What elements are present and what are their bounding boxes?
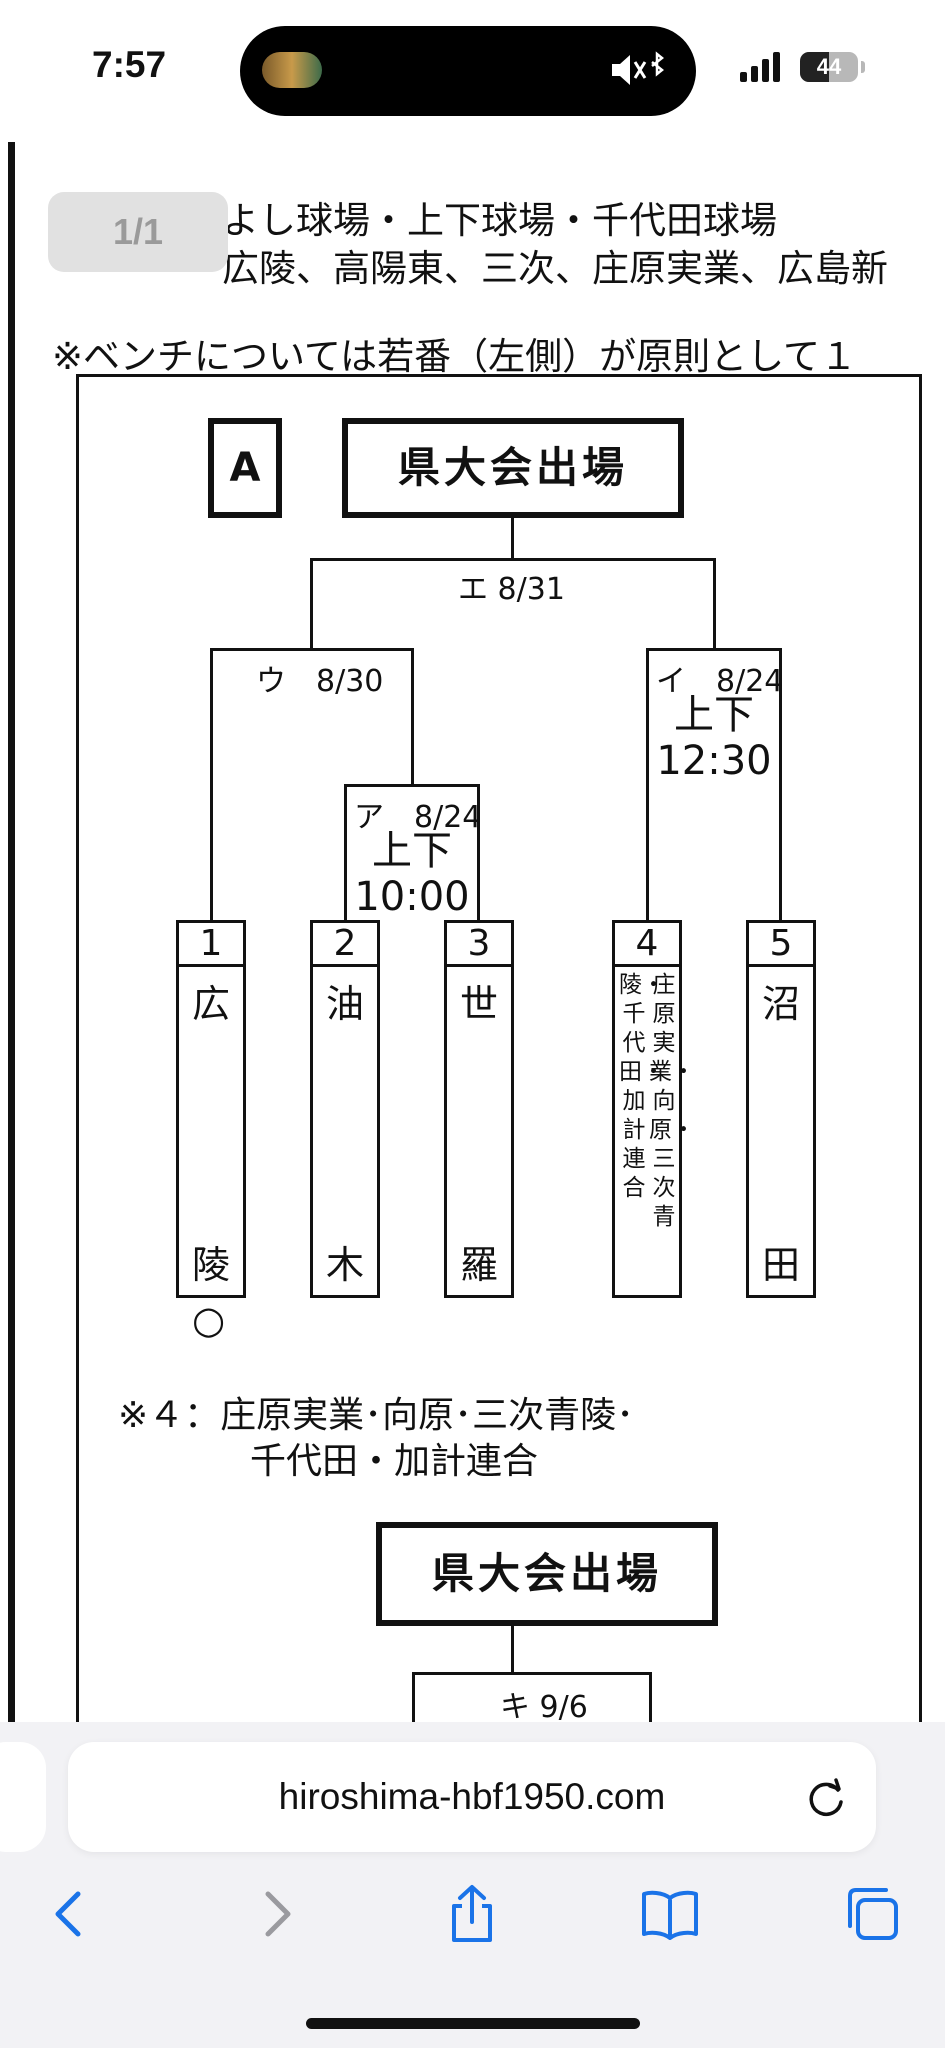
first-round-time: 10:00 xyxy=(354,874,470,920)
final-round-label-b: キ 9/6 xyxy=(500,1690,588,1725)
page-indicator: 1/1 xyxy=(48,192,228,272)
bracket-line xyxy=(511,1626,514,1674)
team-name-bottom: 木 xyxy=(325,1243,364,1287)
team-slot-1[interactable]: 1 広 陵 xyxy=(176,920,246,1298)
doc-text-bench-note: ※ベンチについては若番（左側）が原則として１ xyxy=(52,335,858,378)
seed-mark: ○ xyxy=(192,1298,226,1342)
team-number: 3 xyxy=(447,923,511,967)
bracket-line xyxy=(713,558,716,650)
bracket-frame xyxy=(76,374,922,1737)
semi-right-label: イ 8/24 xyxy=(656,664,784,699)
cellular-signal-icon xyxy=(740,50,788,82)
bracket-line xyxy=(411,648,414,784)
first-round-venue: 上下 xyxy=(372,828,452,874)
team-name-top: 世 xyxy=(459,982,498,1026)
bracket-line xyxy=(779,648,782,922)
team-number: 1 xyxy=(179,923,243,967)
team-slot-3[interactable]: 3 世 羅 xyxy=(444,920,514,1298)
team-name-top: 広 xyxy=(191,982,230,1026)
bracket-line xyxy=(310,558,716,561)
bracket-line xyxy=(646,648,649,922)
battery-level xyxy=(800,52,829,82)
battery-nub xyxy=(861,61,865,73)
team-slot-4[interactable]: 4 庄原実業・向原・三次青 陵・千代田・加計連合 xyxy=(612,920,695,1298)
semi-right-venue: 上下 xyxy=(674,692,754,738)
team-name-bottom: 田 xyxy=(761,1243,800,1287)
bracket-line xyxy=(310,558,313,650)
team-slot-5[interactable]: 5 沼 田 xyxy=(746,920,816,1298)
semi-right-time: 12:30 xyxy=(656,738,772,784)
semi-left-label: ウ 8/30 xyxy=(256,664,384,699)
team-name-col-left: 陵・千代田・加計連合 xyxy=(619,972,665,1201)
doc-text-venues: よし球場・上下球場・千代田球場 xyxy=(222,199,777,242)
share-icon[interactable] xyxy=(440,1882,504,1946)
team-number: 2 xyxy=(313,923,377,967)
team-name-bottom: 陵 xyxy=(191,1243,230,1287)
bracket-line xyxy=(210,648,213,922)
team-name-bottom: 羅 xyxy=(459,1243,498,1287)
bracket-line xyxy=(646,648,782,651)
tabs-icon[interactable] xyxy=(840,1882,904,1946)
winner-box-b: 県大会出場 xyxy=(376,1522,718,1626)
reload-icon[interactable] xyxy=(800,1772,852,1824)
battery-icon: 44 xyxy=(800,52,858,82)
combined-team-note: ※４：庄原実業･向原･三次青陵･ xyxy=(118,1395,635,1436)
final-round-label: エ 8/31 xyxy=(458,572,565,607)
document-left-border xyxy=(8,142,15,1727)
status-time: 7:57 xyxy=(92,44,167,85)
winner-box: 県大会出場 xyxy=(342,418,684,518)
team-number: 4 xyxy=(615,923,679,967)
now-playing-thumbnail[interactable] xyxy=(262,52,322,88)
doc-text-schools: 広陵、高陽東、三次、庄原実業、広島新 xyxy=(222,247,888,290)
battery-percent: 44 xyxy=(816,54,842,79)
first-round-label: ア 8/24 xyxy=(354,800,482,835)
chevron-right-icon[interactable] xyxy=(244,1882,308,1946)
team-number: 5 xyxy=(749,923,813,967)
combined-team-note-cont: 千代田・加計連合 xyxy=(250,1441,539,1482)
team-name-top: 油 xyxy=(325,982,364,1026)
bracket-line xyxy=(511,518,514,560)
bracket-line xyxy=(477,784,480,922)
address-bar[interactable]: hiroshima-hbf1950.com xyxy=(68,1742,876,1852)
previous-tab-pill[interactable] xyxy=(0,1742,46,1852)
chevron-left-icon[interactable] xyxy=(38,1882,102,1946)
mute-bluetooth-icon xyxy=(608,50,668,99)
team-slot-2[interactable]: 2 油 木 xyxy=(310,920,380,1298)
block-label: A xyxy=(208,418,282,518)
bracket-b-top xyxy=(412,1672,652,1735)
home-indicator[interactable] xyxy=(306,2018,640,2029)
bracket-line xyxy=(344,784,480,787)
team-name-col-right: 庄原実業・向原・三次青 xyxy=(649,972,695,1230)
bracket-line xyxy=(210,648,414,651)
address-url[interactable]: hiroshima-hbf1950.com xyxy=(278,1776,666,1817)
dynamic-island[interactable] xyxy=(240,26,696,116)
team-name-top: 沼 xyxy=(761,982,800,1026)
book-icon[interactable] xyxy=(638,1882,702,1946)
bracket-line xyxy=(344,784,347,922)
